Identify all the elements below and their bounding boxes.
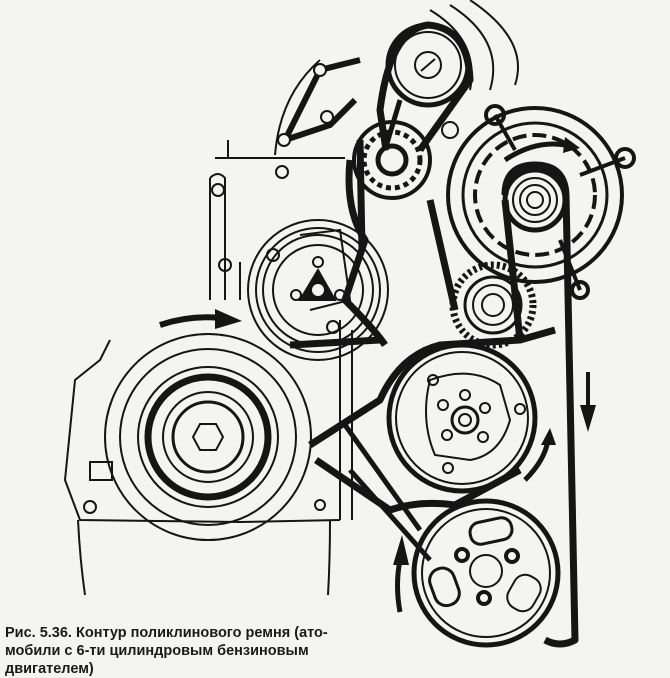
- figure-caption: Рис. 5.36. Контур поликлинового ремня (а…: [5, 624, 395, 678]
- upper-bracket: [274, 0, 519, 156]
- caption-line-2: мобили с 6-ти цилиндровым бензиновым: [5, 643, 309, 659]
- belt-direction-arrow-down: [580, 372, 596, 432]
- tensioner-pulley: [352, 120, 459, 200]
- rotation-arrow-crankshaft: [159, 314, 221, 328]
- poly-v-belt: [289, 21, 579, 648]
- caption-line-3: двигателем): [5, 661, 94, 677]
- caption-line-1: Рис. 5.36. Контур поликлинового ремня (а…: [5, 625, 328, 641]
- engine-block-outline: [63, 140, 353, 596]
- crankshaft-pulley: [104, 333, 312, 541]
- rotation-arrow-alternator: [503, 141, 566, 163]
- ac-compressor-pulley: [386, 342, 538, 494]
- power-steering-pulley: [411, 498, 561, 648]
- alternator: [446, 104, 636, 300]
- belt-direction-arrow-up-left: [393, 535, 409, 613]
- belt-direction-arrow-up-right: [523, 428, 556, 482]
